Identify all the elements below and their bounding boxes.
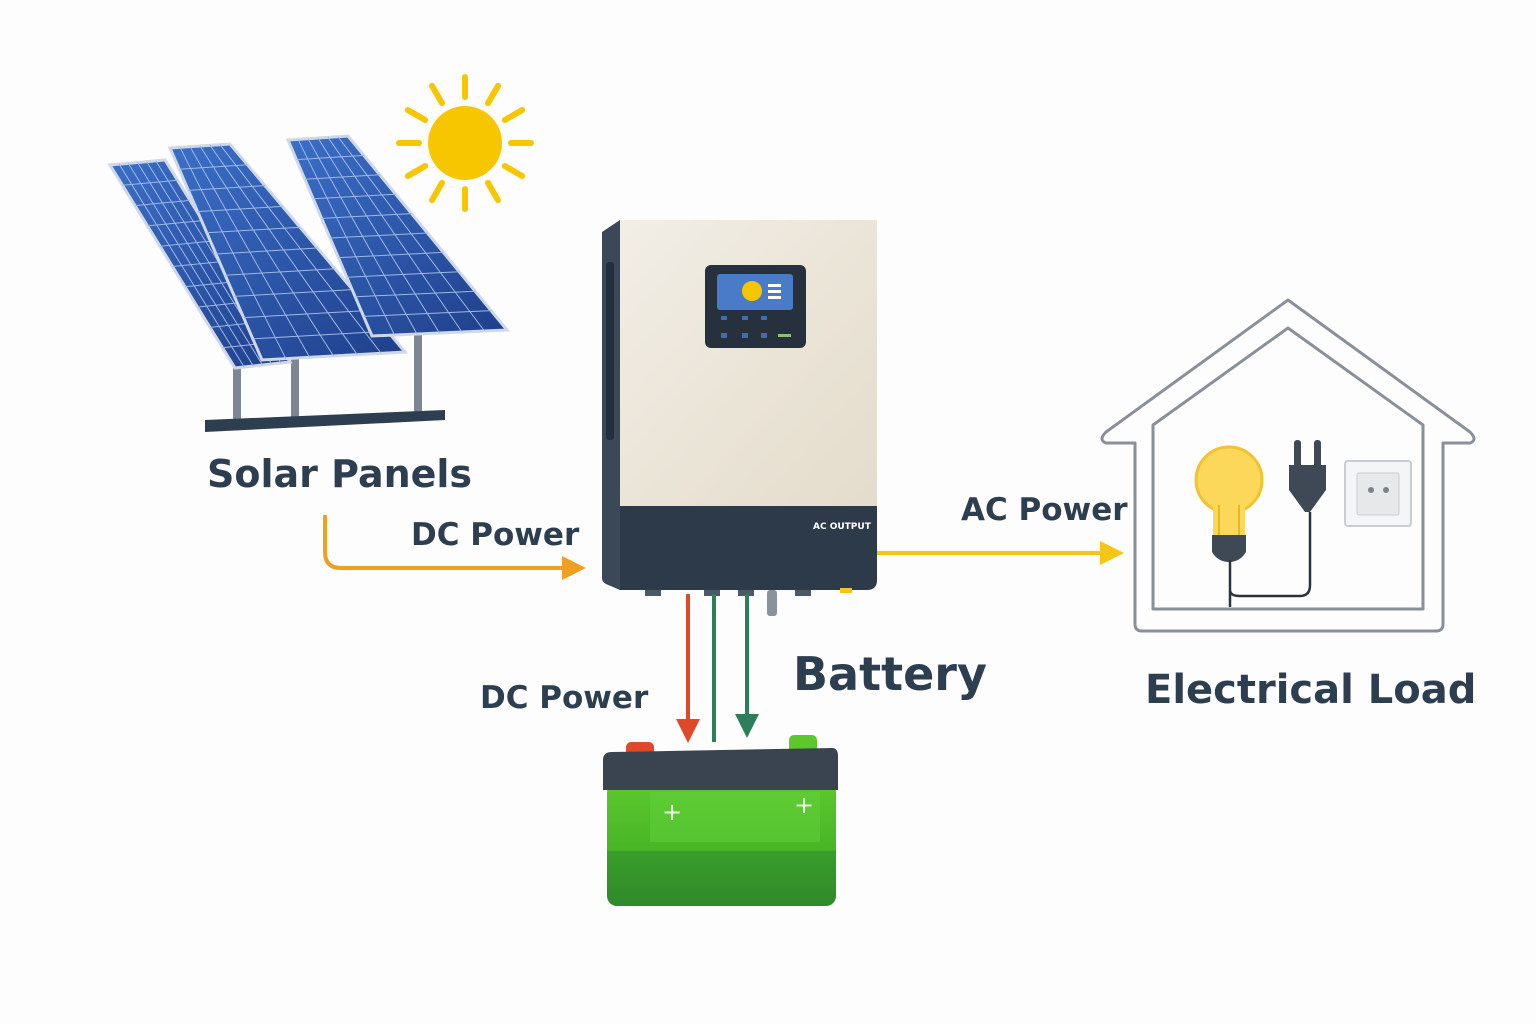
electrical-load-label: Electrical Load — [1145, 667, 1476, 713]
sun-ray — [429, 82, 445, 107]
solar-panels-label: Solar Panels — [207, 452, 472, 496]
light-bulb-icon — [1194, 445, 1264, 562]
battery-label: Battery — [793, 647, 987, 701]
inverter-icon: AC OUTPUT — [602, 220, 877, 616]
solar-panel-stand — [205, 330, 445, 432]
svg-text:+: + — [794, 791, 814, 819]
sun-ray — [404, 107, 429, 123]
sun-ray — [501, 163, 526, 179]
sun-ray — [501, 107, 526, 123]
svg-text:+: + — [662, 798, 682, 826]
wall-socket-icon — [1344, 460, 1412, 527]
sun-ray — [485, 82, 501, 107]
ac-power-label: AC Power — [961, 492, 1128, 528]
house-icon — [1100, 298, 1476, 633]
ac-output-label: AC OUTPUT — [813, 522, 872, 532]
dc-power-solar-arrow — [323, 515, 586, 580]
solar-panel-icon — [107, 134, 511, 370]
battery-icon: + + — [603, 735, 838, 906]
plug-icon — [1289, 440, 1326, 512]
power-cord — [1228, 512, 1312, 607]
sun-icon — [396, 74, 534, 212]
dc-power-solar-label: DC Power — [411, 517, 580, 553]
sun-ray — [429, 179, 445, 204]
dc-power-battery-label: DC Power — [480, 680, 649, 716]
sun-ray — [404, 163, 429, 179]
sun-ray — [485, 179, 501, 204]
